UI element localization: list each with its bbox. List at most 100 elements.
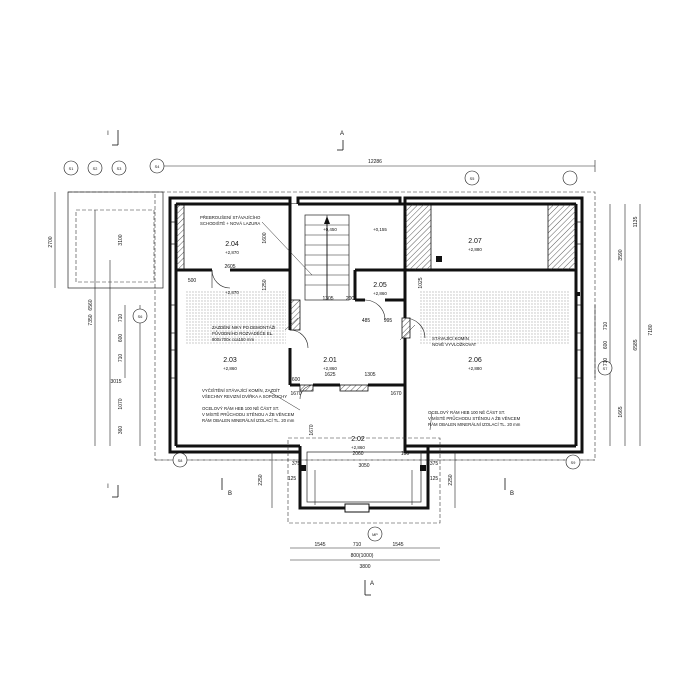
bubble-top-right-1: S5 xyxy=(470,177,475,181)
chimney-right xyxy=(401,317,411,339)
dim-left-f: 360 xyxy=(118,426,124,435)
wall-hatch-202a xyxy=(299,384,314,392)
dimension-labels: 12286 2700 6560 7350 3100 3015 1070 360 … xyxy=(48,159,654,570)
room-201-level: +2,860 xyxy=(323,366,337,371)
dim-left-g: 710 xyxy=(118,314,124,323)
dim-left-2250: 2250 xyxy=(258,474,264,485)
windows xyxy=(169,221,583,379)
bay-window xyxy=(344,503,370,513)
dim-room202-r: 190 xyxy=(401,451,410,457)
bubble-top-left-2: S2 xyxy=(93,167,98,171)
section-a-bottom: A xyxy=(370,581,374,587)
dim-left-c: 3100 xyxy=(118,234,124,245)
dim-125b: 125 xyxy=(430,476,439,482)
bay-wall xyxy=(298,444,430,510)
dim-125a: 125 xyxy=(288,476,297,482)
dim-bottom-w1: 1545 xyxy=(314,542,325,548)
dim-right-g: 600 xyxy=(603,341,609,350)
room-207-level: +2,880 xyxy=(468,247,482,252)
bubble-mid-left: S6 xyxy=(138,315,143,319)
note-chimney-1: VYČIŠTĚNÍ STÁVAJÍCÍ KOMÍN, ZAZDÍT xyxy=(202,388,280,393)
dim-stair-a: 1305 xyxy=(322,296,333,302)
bubble-tags: S1 S2 S3 S4 S5 S6 S7 S8 S9 MP xyxy=(69,165,608,537)
dim-room205-a: 485 xyxy=(362,318,371,324)
room-205-level: +2,860 xyxy=(373,291,387,296)
room-202-level: +2,860 xyxy=(351,445,365,450)
leaders xyxy=(261,221,433,431)
dim-stair-b: 200 xyxy=(346,296,355,302)
note-frame-left-3: RÁM OBALEN MINERÁLNÍ IZOLACÍ TL. 20 mm xyxy=(202,418,295,423)
bubble-bottom-right: S9 xyxy=(571,461,576,465)
room-202-num: 2.02 xyxy=(351,436,365,443)
bubble-bottom-left: S8 xyxy=(178,459,183,463)
dimension-lines xyxy=(54,160,641,561)
section-marks xyxy=(112,130,506,596)
bay-inner xyxy=(306,451,422,503)
section-b-right: B xyxy=(510,491,514,497)
note-niche-2: PŮVODNÍHO ROZVADĚČE EL. xyxy=(212,331,273,336)
level-stair-right: +0,155 xyxy=(373,227,387,232)
bubble-top-left-3: S3 xyxy=(117,167,122,171)
section-a-top: A xyxy=(340,131,344,137)
annotation-notes: PŘEBROUŠENÍ STÁVAJÍCÍHO SCHODIŠTĚ + NOVÁ… xyxy=(200,215,521,427)
dim-bottom-total: 3800 xyxy=(359,564,370,570)
dim-bottom-sub: 800(1000) xyxy=(351,553,374,559)
dim-left-i: 710 xyxy=(118,354,124,363)
dim-corridor-a: 1625 xyxy=(324,372,335,378)
room-205-num: 2.05 xyxy=(373,282,387,289)
room-207-num: 2.07 xyxy=(468,238,482,245)
dim-corridor-c: 1670 xyxy=(290,391,301,397)
dim-left-a: 6560 xyxy=(88,299,94,310)
section-i-bottom: I xyxy=(107,484,109,490)
dim-left-total: 2700 xyxy=(48,236,54,247)
note-stair-2: SCHODIŠTĚ + NOVÁ LAZURA xyxy=(200,221,260,226)
bubble-top-left-1: S1 xyxy=(69,167,74,171)
dim-right-d: 6585 xyxy=(633,339,639,350)
section-letters: A A B B I I xyxy=(107,131,514,587)
dim-room204-h: 1600 xyxy=(262,232,268,243)
wall-hatch-204 xyxy=(175,203,185,271)
dotted-area-203 xyxy=(186,290,286,345)
dim-500: 500 xyxy=(188,278,197,284)
dim-left-b: 7350 xyxy=(88,314,94,325)
dim-bottom-w2: 710 xyxy=(353,542,362,548)
dim-room204-w: 2605 xyxy=(224,264,235,270)
door-swings xyxy=(211,269,426,400)
dim-1025: 1025 xyxy=(418,277,424,288)
dim-right-a: 1135 xyxy=(633,216,639,227)
note-frame-right-1: OCELOVÝ RÁM HEB 100 NĚ ČÁST ST. xyxy=(428,410,505,415)
bubble-markers xyxy=(63,158,613,542)
note-chimney-new-2: NOVĚ VYVLOŽKOVAT xyxy=(432,342,477,347)
room-204-level: +2,870 xyxy=(225,250,239,255)
wall-hatch-207 xyxy=(404,203,432,271)
level-stair-top: +0,450 xyxy=(323,227,337,232)
room-206-level: +2,880 xyxy=(468,366,482,371)
note-niche-1: ZAZDĚNÍ NIKY PO DEMONTÁŽI xyxy=(212,325,275,330)
note-chimney-new-1: STÁVAJÍCÍ KOMÍN xyxy=(432,336,469,341)
note-frame-left-1: OCELOVÝ RÁM HEB 100 NĚ ČÁST ST. xyxy=(202,406,279,411)
bubble-top-mid: S4 xyxy=(155,165,160,169)
dim-right-b: 3590 xyxy=(618,249,624,260)
note-niche-3: 800x700x cca150 mm xyxy=(212,337,254,342)
room-203-level: +2,860 xyxy=(223,366,237,371)
dim-room205-b: 995 xyxy=(384,318,393,324)
dim-right-c: 7180 xyxy=(648,324,654,335)
dotted-area-206 xyxy=(420,290,570,345)
dim-room202-w: 2060 xyxy=(352,451,363,457)
dim-left-h: 600 xyxy=(118,334,124,343)
bay-outer-dash xyxy=(287,437,441,524)
note-frame-right-2: V MÍSTĚ PRŮCHODU STĚNOU A ŽB VĚNCEM xyxy=(428,416,521,421)
dim-room202-l: 1670 xyxy=(309,424,315,435)
room-204-num: 2.04 xyxy=(225,241,239,248)
room-201-num: 2.01 xyxy=(323,357,337,364)
dim-left-d: 3015 xyxy=(110,379,121,385)
dim-1250: 1250 xyxy=(262,279,268,290)
left-annex-inner xyxy=(75,209,155,283)
dim-room202-h: 3050 xyxy=(358,463,369,469)
staircase xyxy=(304,214,350,301)
level-marks: +0,450 +0,155 +2,870 xyxy=(225,227,387,295)
dim-bottom-w3: 1545 xyxy=(392,542,403,548)
bubble-mid-right: S7 xyxy=(603,367,608,371)
bubble-bottom-mid: MP xyxy=(372,533,378,537)
note-frame-right-3: RÁM OBALEN MINERÁLNÍ IZOLACÍ TL. 20 mm xyxy=(428,422,521,427)
